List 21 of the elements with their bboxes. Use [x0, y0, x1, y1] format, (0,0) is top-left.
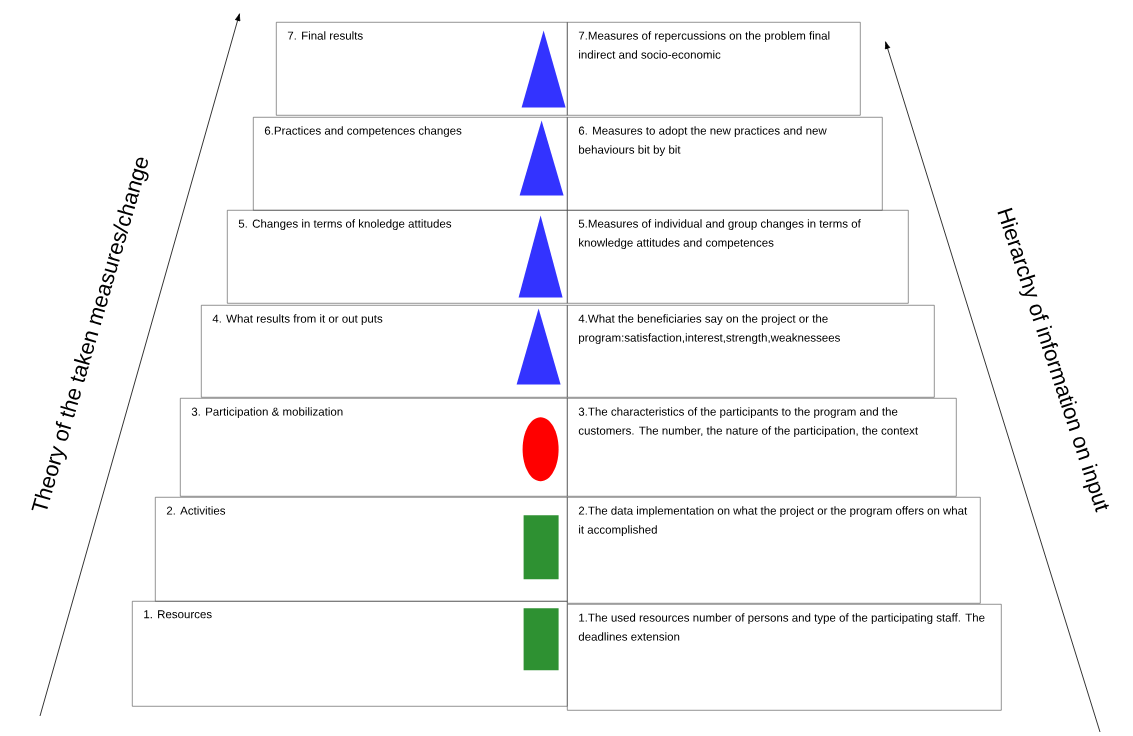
text-box: 7. Final results	[276, 22, 568, 116]
text-box: 2. Activities	[155, 497, 568, 602]
triangle-symbol	[519, 120, 564, 196]
text-box: 1. Resources	[132, 601, 568, 707]
text-box: 7.Measures of repercussions on the problem final indirect and socio-economic	[567, 22, 861, 116]
triangle-symbol	[521, 30, 566, 108]
square-symbol	[523, 608, 559, 671]
oval-symbol	[522, 417, 559, 482]
text-box: 6.Practices and competences changes	[253, 117, 568, 211]
square-symbol	[523, 515, 559, 580]
text-box: 3. Participation & mobilization	[180, 398, 568, 497]
text-box: 3.The characteristics of the participants to the program and the customers. The number, the nature of the participation, the context	[567, 398, 957, 497]
triangle-symbol	[518, 215, 563, 298]
triangle-symbol	[516, 308, 561, 385]
text-box: 5.Measures of individual and group changes in terms of knowledge attitudes and competences	[567, 210, 909, 304]
text-box: 5. Changes in terms of knoledge attitudes	[227, 210, 568, 304]
text-box: 1.The used resources number of persons and type of the participating staff. The deadlines extension	[567, 604, 1002, 711]
text-box: 4. What results from it or out puts	[201, 305, 568, 398]
text-box: 4.What the beneficiaries say on the project or the program:satisfaction,interest,strength,weaknessees	[567, 305, 935, 398]
text-box: 6. Measures to adopt the new practices and new behaviours bit by bit	[567, 117, 883, 211]
text-box: 2.The data implementation on what the project or the program offers on what it accomplished	[567, 497, 981, 604]
